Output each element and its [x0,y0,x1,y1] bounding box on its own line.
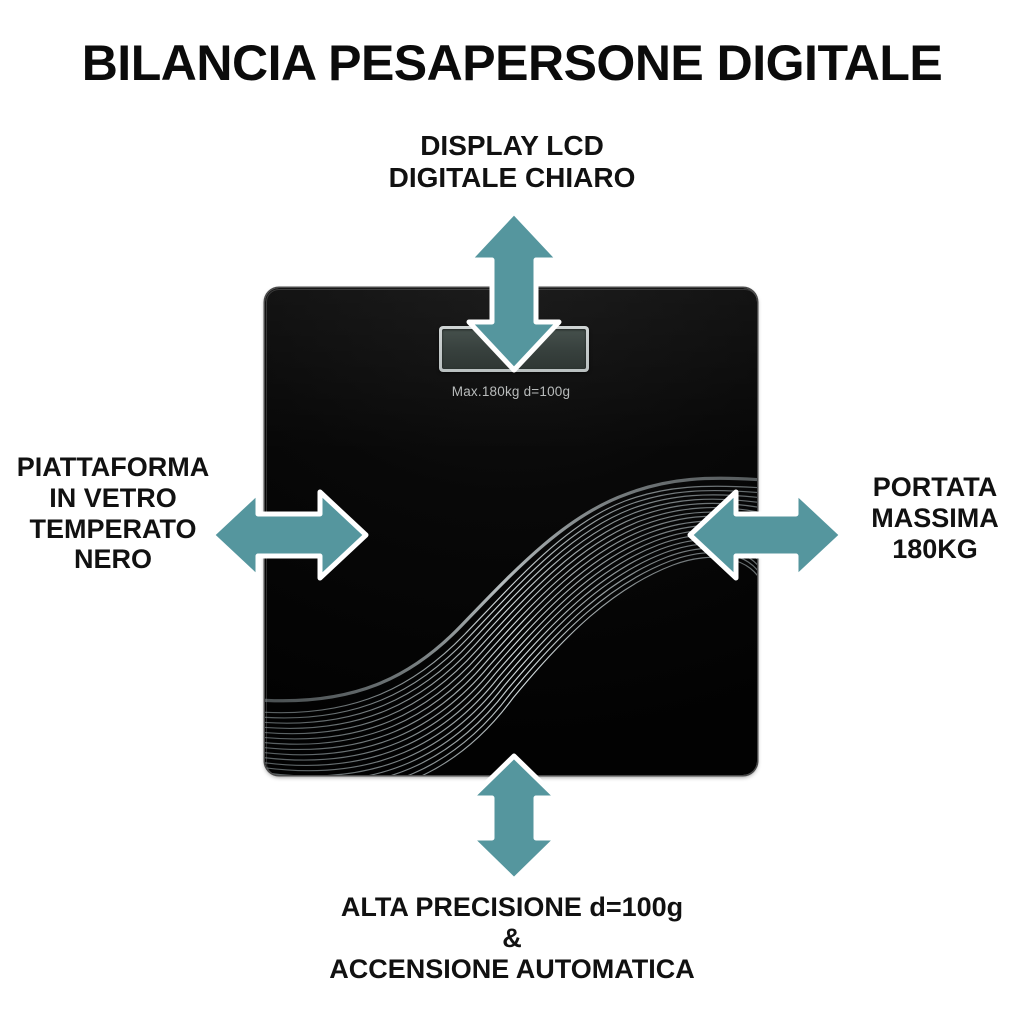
double-arrow-vertical-top-icon [462,208,566,374]
callout-label-precision: ALTA PRECISIONE d=100g & ACCENSIONE AUTO… [329,892,695,984]
double-arrow-horizontal-right-icon [686,486,846,584]
callout-label-display: DISPLAY LCD DIGITALE CHIARO [388,130,636,193]
double-arrow-horizontal-left-icon [208,486,370,584]
double-arrow-vertical-bottom-icon [464,752,564,884]
lcd-caption-text: Max.180kg d=100g [451,384,571,399]
callout-label-platform: PIATTAFORMA IN VETRO TEMPERATO NERO [16,452,210,575]
page-title: BILANCIA PESAPERSONE DIGITALE [81,35,943,91]
callout-label-capacity: PORTATA MASSIMA 180KG [871,472,999,564]
